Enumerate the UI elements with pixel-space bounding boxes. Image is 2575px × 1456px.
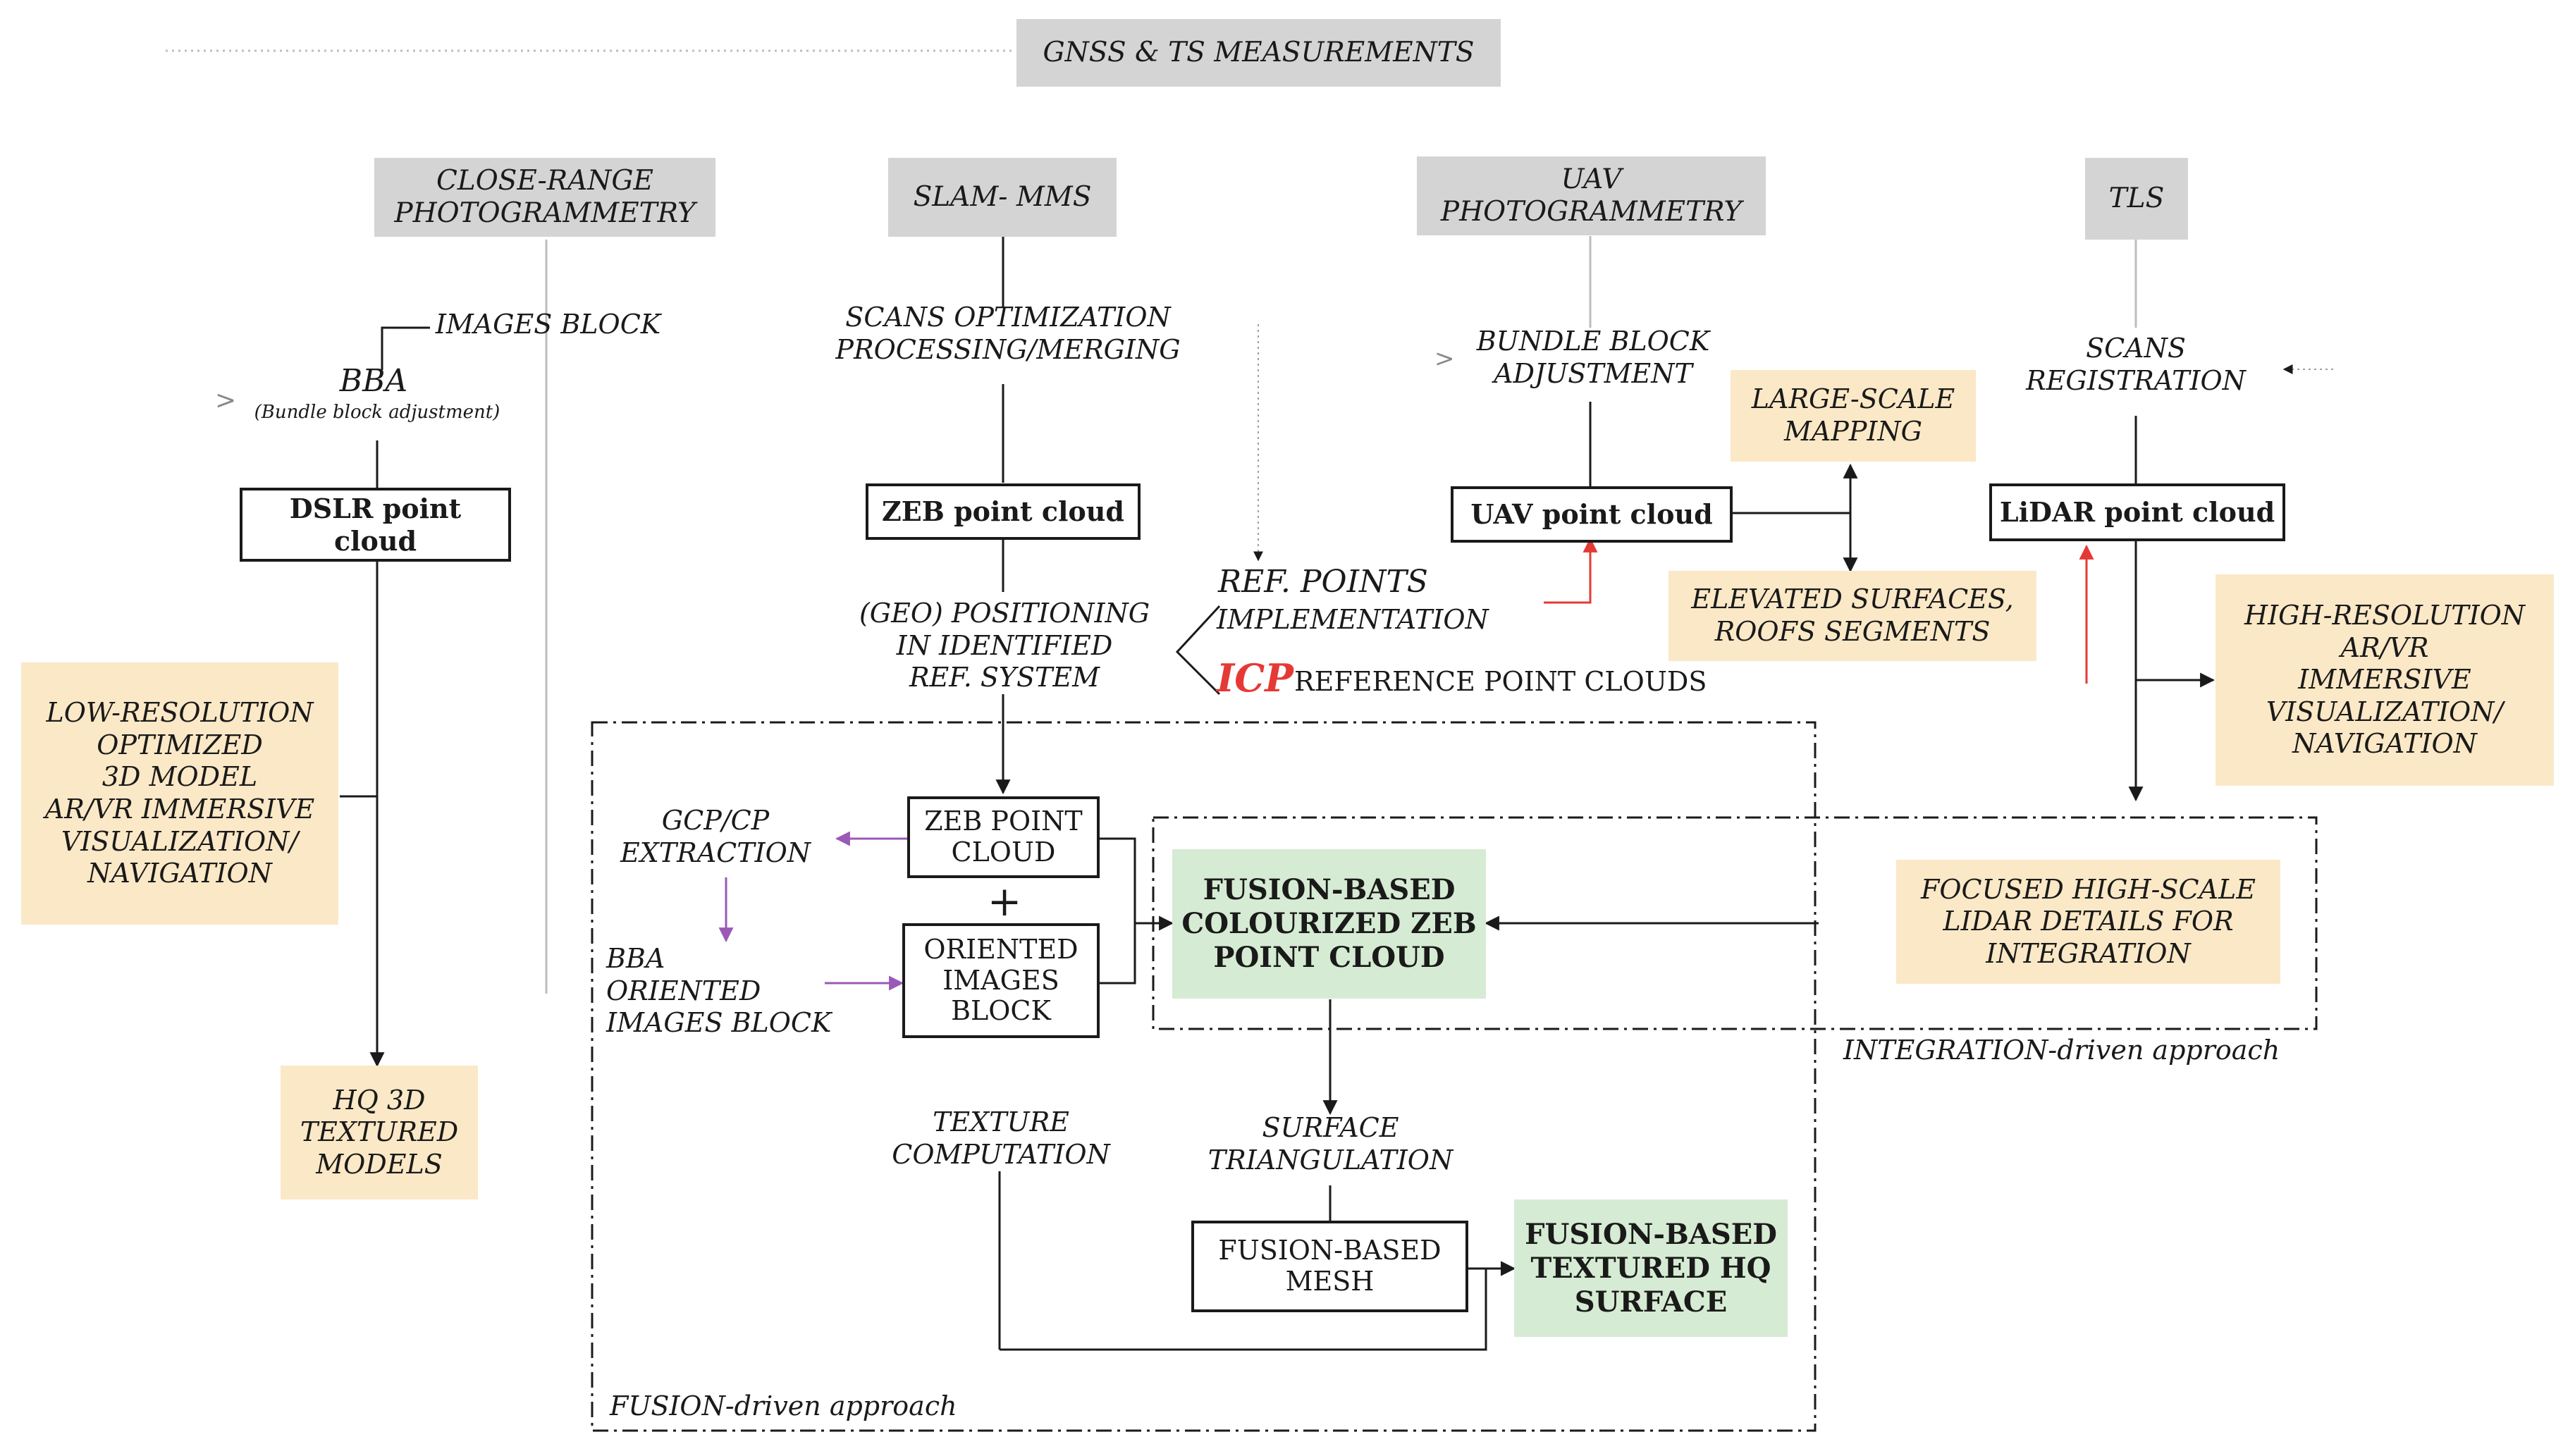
scans-optimization-label: SCANS OPTIMIZATION PROCESSING/MERGING bbox=[835, 302, 1181, 365]
ref-points-sub: IMPLEMENTATION bbox=[1217, 604, 1489, 635]
tls-box: TLS bbox=[2085, 158, 2188, 240]
hq-textured-models-box: HQ 3D TEXTURED MODELS bbox=[281, 1066, 478, 1199]
images-to-bba bbox=[381, 326, 430, 370]
bundle-block-label: BUNDLE BLOCK ADJUSTMENT bbox=[1476, 326, 1710, 389]
dslr-point-cloud-box: DSLR point cloud bbox=[240, 488, 511, 562]
bba-subtitle: (Bundle block adjustment) bbox=[254, 402, 500, 423]
zeb-point-box: ZEB POINT CLOUD bbox=[907, 796, 1100, 878]
texture-computation-label: TEXTURE COMPUTATION bbox=[892, 1106, 1110, 1170]
focused-lidar-box: FOCUSED HIGH-SCALE LIDAR DETAILS FOR INT… bbox=[1896, 860, 2280, 984]
zeb-point-cloud-box: ZEB point cloud bbox=[866, 483, 1141, 540]
geo-positioning-label: (GEO) POSITIONING IN IDENTIFIED REF. SYS… bbox=[859, 598, 1150, 693]
fusion-region bbox=[591, 721, 1817, 1432]
surface-triangulation-label: SURFACE TRIANGULATION bbox=[1207, 1112, 1454, 1176]
oriented-images-box: ORIENTED IMAGES BLOCK bbox=[902, 923, 1100, 1038]
oriented-to-fusion bbox=[1100, 923, 1136, 985]
fusion-region-title: FUSION-driven approach bbox=[610, 1390, 957, 1421]
ref-points-title: REF. POINTS bbox=[1218, 564, 1428, 600]
scans-registration-label: SCANS REGISTRATION bbox=[2026, 333, 2246, 396]
fusion-textured-box: FUSION-BASED TEXTURED HQ SURFACE bbox=[1514, 1199, 1788, 1337]
fusion-mesh-box: FUSION-BASED MESH bbox=[1191, 1221, 1468, 1312]
icp-sub: REFERENCE POINT CLOUDS bbox=[1294, 666, 1707, 697]
fusion-colourized-box: FUSION-BASED COLOURIZED ZEB POINT CLOUD bbox=[1172, 849, 1486, 999]
integration-region-title: INTEGRATION-driven approach bbox=[1843, 1035, 2280, 1066]
elevated-surfaces-box: ELEVATED SURFACES, ROOFS SEGMENTS bbox=[1668, 571, 2036, 661]
lidar-point-cloud-box: LiDAR point cloud bbox=[1989, 483, 2285, 541]
large-scale-mapping-box: LARGE-SCALE MAPPING bbox=[1731, 370, 1976, 462]
ref-icp-bracket bbox=[1175, 605, 1221, 696]
svg-text:>: > bbox=[1434, 345, 1455, 373]
uav-photogrammetry-box: UAV PHOTOGRAMMETRY bbox=[1417, 156, 1766, 235]
images-block-label: IMAGES BLOCK bbox=[435, 309, 661, 340]
bba-oriented-label: BBA ORIENTED IMAGES BLOCK bbox=[606, 943, 832, 1039]
gcp-extraction-label: GCP/CP EXTRACTION bbox=[620, 805, 811, 868]
svg-text:>: > bbox=[215, 386, 236, 415]
low-res-model-box: LOW-RESOLUTION OPTIMIZED 3D MODEL AR/VR … bbox=[21, 662, 338, 925]
red-to-uav bbox=[1544, 537, 1598, 604]
slam-mms-box: SLAM- MMS bbox=[888, 158, 1117, 237]
gnss-ts-box: GNSS & TS MEASUREMENTS bbox=[1016, 19, 1501, 87]
close-range-photogrammetry-box: CLOSE-RANGE PHOTOGRAMMETRY bbox=[374, 158, 715, 237]
high-res-visualization-box: HIGH-RESOLUTION AR/VR IMMERSIVE VISUALIZ… bbox=[2216, 574, 2554, 786]
uav-point-cloud-box: UAV point cloud bbox=[1451, 486, 1733, 543]
bba-title: BBA bbox=[339, 363, 408, 399]
plus-sign: + bbox=[987, 877, 1022, 925]
zebpoint-to-fusion bbox=[1100, 837, 1174, 931]
icp-title: ICP bbox=[1217, 655, 1293, 701]
